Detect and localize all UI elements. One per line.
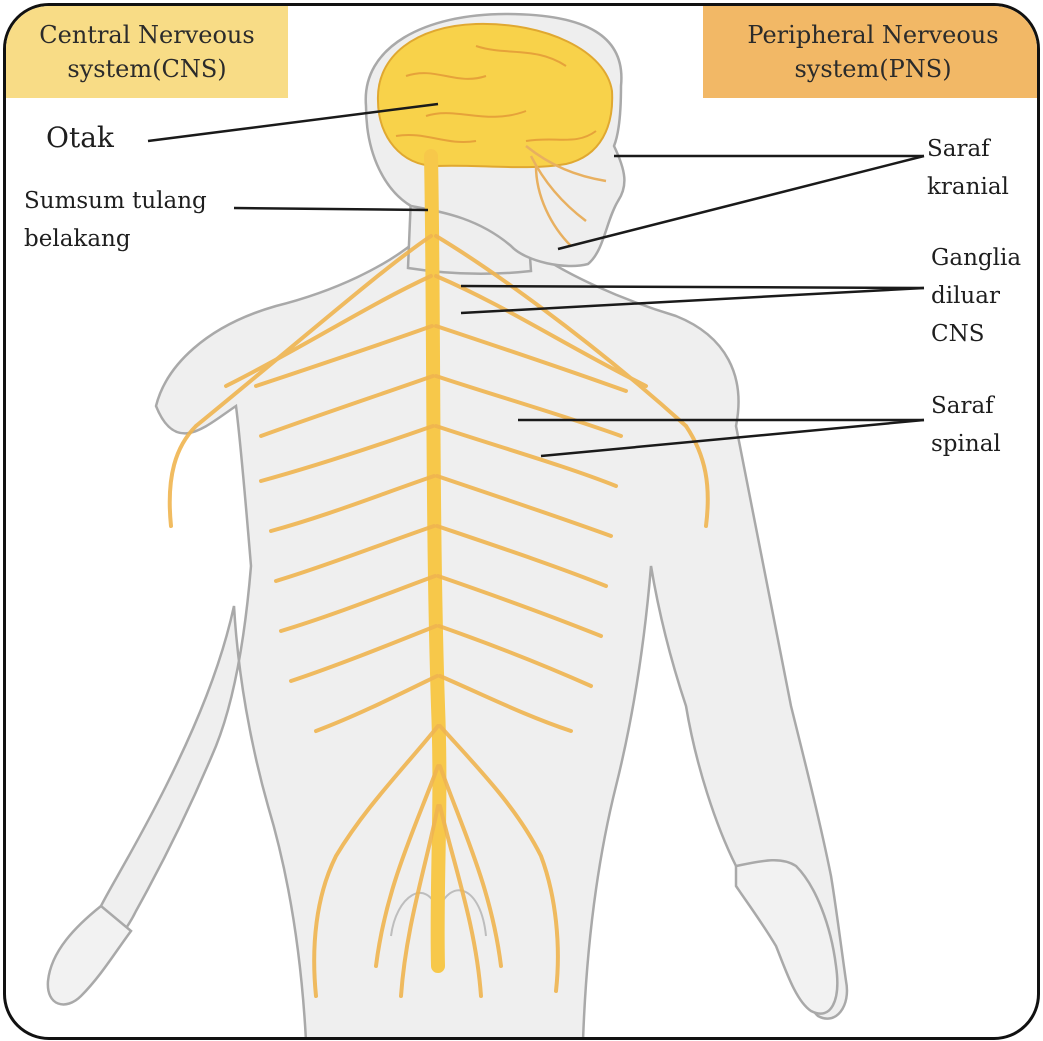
leader-lines — [147, 102, 925, 458]
cns-header: Central Nerveous system(CNS) — [6, 6, 288, 98]
diagram-frame: Central Nerveous system(CNS) Peripheral … — [3, 3, 1040, 1040]
label-otak: Otak — [46, 121, 114, 154]
label-sumsum-tulang-belakang: Sumsum tulang belakang — [24, 188, 207, 252]
label-saraf-kranial: Saraf kranial — [927, 136, 1009, 200]
nerve-branches — [167, 234, 710, 998]
label-ganglia-diluar-cns: Ganglia diluar CNS — [931, 245, 1022, 347]
spinal-cord-shape — [424, 149, 447, 973]
body-silhouette — [46, 12, 849, 1037]
nervous-system-illustration — [46, 12, 925, 1037]
label-saraf-spinal: Saraf spinal — [931, 393, 1001, 457]
pns-header: Peripheral Nerveous system(PNS) — [703, 6, 1037, 98]
